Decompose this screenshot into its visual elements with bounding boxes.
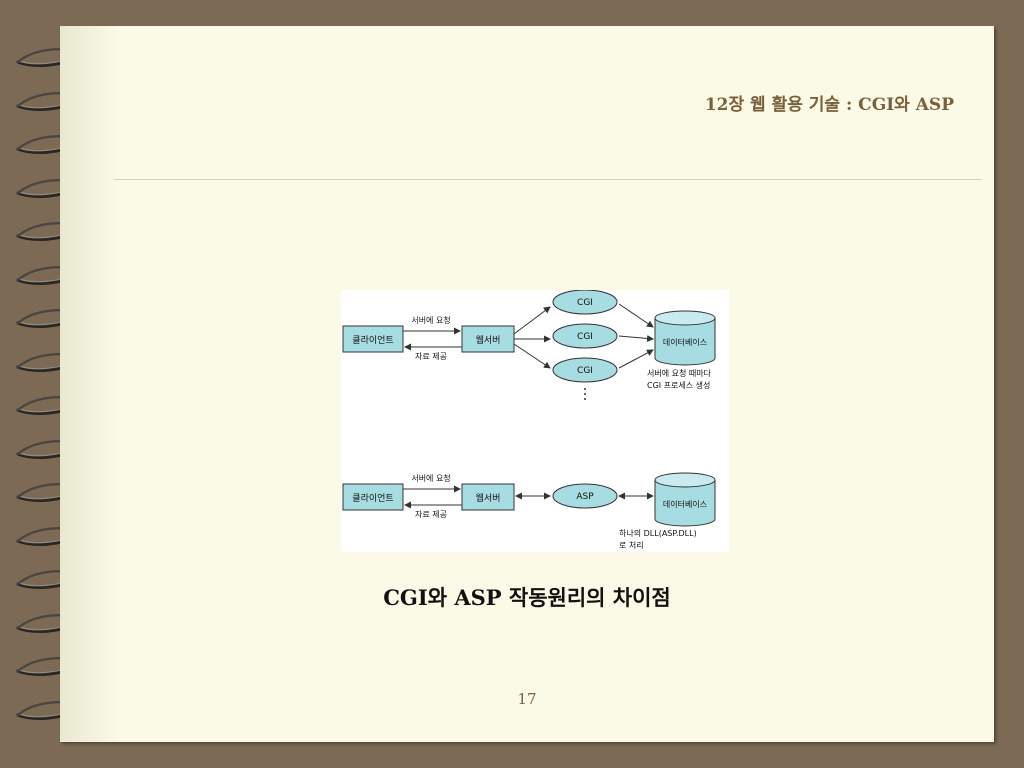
title-divider <box>114 179 982 180</box>
cgi-asp-diagram: 클라이언트 서버에 요청 자료 제공 웹서버 CGI CGI CGI <box>341 289 729 552</box>
top-client-label: 클라이언트 <box>352 334 393 346</box>
top-cgi-label-3: CGI <box>577 366 593 376</box>
page-number: 17 <box>517 690 537 708</box>
top-cgi-node-2 <box>552 323 618 349</box>
top-client-box <box>342 325 404 353</box>
top-cgi-label-2: CGI <box>577 332 593 342</box>
bottom-response-label: 자료 제공 <box>415 510 447 519</box>
top-cgi1-link <box>513 306 551 335</box>
top-cgi3-db-link <box>618 349 654 369</box>
bottom-client-label: 클라이언트 <box>352 492 393 504</box>
bottom-database-label: 데이터베이스 <box>663 499 707 509</box>
bottom-note-line-1: 하나의 DLL(ASP.DLL) <box>619 528 697 538</box>
top-cgi1-db-link <box>618 303 654 328</box>
bottom-request-label: 서버에 요청 <box>411 473 450 483</box>
bottom-database-cylinder <box>654 472 716 527</box>
paper-margin-shade <box>60 26 120 742</box>
slide-page: 12장 웹 활용 기술 : CGI와 ASP 클라이언트 서버에 요청 자료 제… <box>60 26 994 742</box>
top-continuation-dot <box>584 388 586 390</box>
top-cgi-node-1 <box>552 289 618 315</box>
bottom-note-line-2: 로 처리 <box>619 541 644 550</box>
top-note-line-1: 서버에 요청 때마다 <box>647 368 712 378</box>
top-continuation-dot <box>584 398 586 400</box>
diagram-svg: 클라이언트 서버에 요청 자료 제공 웹서버 CGI CGI CGI <box>342 289 716 550</box>
top-request-label: 서버에 요청 <box>411 315 450 325</box>
top-response-label: 자료 제공 <box>415 352 447 361</box>
slide-title: 12장 웹 활용 기술 : CGI와 ASP <box>704 95 954 115</box>
top-webserver-label: 웹서버 <box>476 335 501 346</box>
bottom-webserver-box <box>461 483 515 511</box>
top-continuation-dot <box>584 393 586 395</box>
top-database-cylinder <box>654 310 716 366</box>
top-cgi3-link <box>513 343 551 369</box>
top-cgi2-db-link <box>618 334 654 342</box>
figure-caption: CGI와 ASP 작동원리의 차이점 <box>383 585 671 610</box>
top-note-line-2: CGI 프로세스 생성 <box>647 380 710 390</box>
top-webserver-box <box>461 325 515 353</box>
bottom-asp-node <box>552 483 618 509</box>
bottom-webserver-label: 웹서버 <box>476 493 501 504</box>
top-cgi-node-3 <box>552 357 618 383</box>
bottom-asp-label: ASP <box>576 492 594 502</box>
top-database-label: 데이터베이스 <box>663 337 707 347</box>
bottom-client-box <box>342 483 404 511</box>
top-cgi-label-1: CGI <box>577 298 593 308</box>
